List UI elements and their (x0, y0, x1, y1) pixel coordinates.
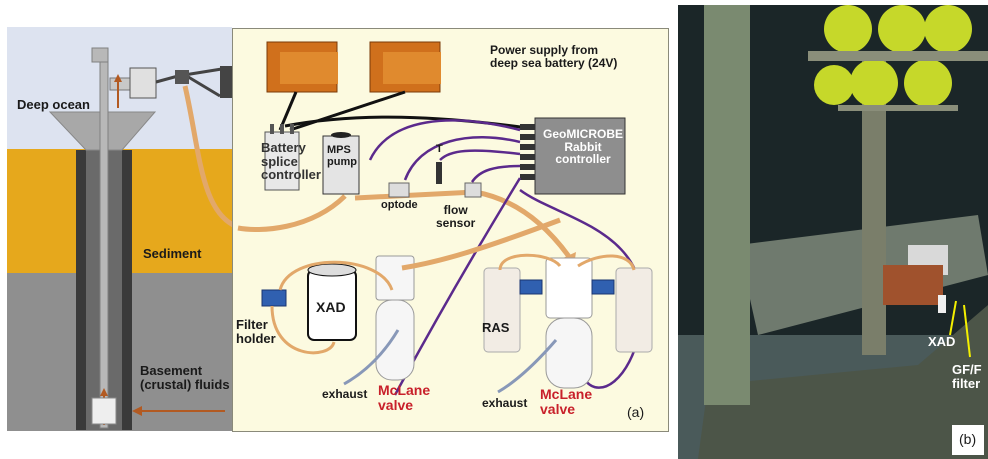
xad-label: XAD (316, 299, 346, 315)
sample-tube (182, 85, 232, 228)
mclane-valve-label-left: McLane valve (378, 382, 431, 413)
exhaust-label-right: exhaust (482, 396, 528, 410)
basement-label: Basement (crustal) fluids (140, 363, 230, 392)
ras-label: RAS (482, 320, 510, 335)
optode-label: optode (381, 199, 418, 211)
xad-arrow (949, 300, 957, 336)
geomicrobe-controller (534, 117, 626, 195)
exhaust-label-left: exhaust (322, 387, 368, 401)
mps-pump (322, 135, 360, 195)
filter-holder (261, 289, 287, 307)
temperature-probe (436, 162, 442, 184)
mclane-valve-right (545, 317, 593, 389)
seafloor-photo: XAD GF/F filter (b) (678, 5, 988, 459)
mclane-manifold-left (375, 255, 415, 301)
borehole-schematic: Deep ocean Sediment Basement (crustal) f… (0, 0, 232, 459)
ras-bag-right (615, 267, 653, 353)
mclane-manifold-right (545, 257, 593, 319)
control-wire (368, 119, 521, 161)
power-supply-label: Power supply from deep sea battery (24V) (490, 43, 618, 70)
float (824, 5, 872, 53)
gff-arrow (963, 304, 971, 358)
filter-holder-label: Filter holder (236, 317, 276, 346)
geomicrobe-label: GeoMICROBE Rabbit controller (543, 127, 624, 167)
sampler-arm (220, 66, 232, 98)
optode (388, 182, 410, 198)
gff-filter-label: GF/F filter (952, 362, 982, 391)
mclane-valve-left (375, 299, 415, 381)
ras-bag-left (483, 267, 521, 353)
mps-pump-label: MPS pump (327, 144, 357, 168)
instrument-pole-left (704, 5, 750, 405)
sediment-label: Sediment (143, 246, 202, 261)
basement-sample (91, 397, 117, 425)
borehole-drawing (7, 27, 232, 431)
battery-splice-label: Battery splice controller (261, 140, 321, 183)
wellhead-valve (129, 67, 157, 99)
seafloor-photo-drawing (678, 5, 988, 459)
panel-b-label: (b) (959, 431, 977, 447)
temperature-label: T (436, 143, 443, 155)
battery-splice-controller (264, 131, 300, 191)
deep-ocean-label: Deep ocean (17, 97, 90, 112)
panel-a-label: (a) (627, 404, 645, 420)
mclane-valve-label-right: McLane valve (540, 386, 593, 417)
flow-sensor-label: flow sensor (436, 203, 476, 230)
xad-photo-label: XAD (928, 334, 956, 349)
flow-sensor (464, 182, 482, 198)
xad-cartridge-photo (938, 295, 946, 313)
